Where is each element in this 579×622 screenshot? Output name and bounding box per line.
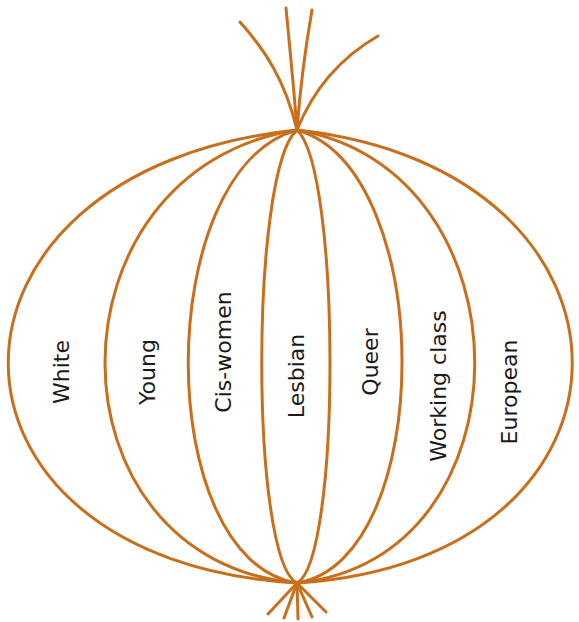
layer-label: European	[499, 340, 521, 445]
layer-label: Lesbian	[286, 334, 308, 418]
onion-layer	[8, 130, 297, 583]
onion-layer	[297, 130, 572, 583]
onion-layer	[297, 130, 475, 583]
onion-root	[297, 583, 312, 617]
layer-label: Working class	[428, 310, 450, 461]
layer-label: White	[51, 340, 73, 404]
onion-root	[297, 583, 326, 612]
layer-label: Cis-women	[213, 291, 235, 412]
layer-label: Queer	[360, 328, 382, 395]
onion-roots	[268, 583, 326, 619]
onion-layer	[297, 130, 402, 583]
onion-layer	[105, 130, 297, 583]
onion-root	[284, 583, 297, 618]
onion-sprout	[297, 36, 378, 130]
onion-layer	[188, 130, 297, 583]
onion-layers	[8, 130, 572, 583]
onion-sprouts	[240, 8, 378, 130]
layer-label: Young	[137, 339, 159, 405]
onion-sprout	[286, 8, 297, 130]
